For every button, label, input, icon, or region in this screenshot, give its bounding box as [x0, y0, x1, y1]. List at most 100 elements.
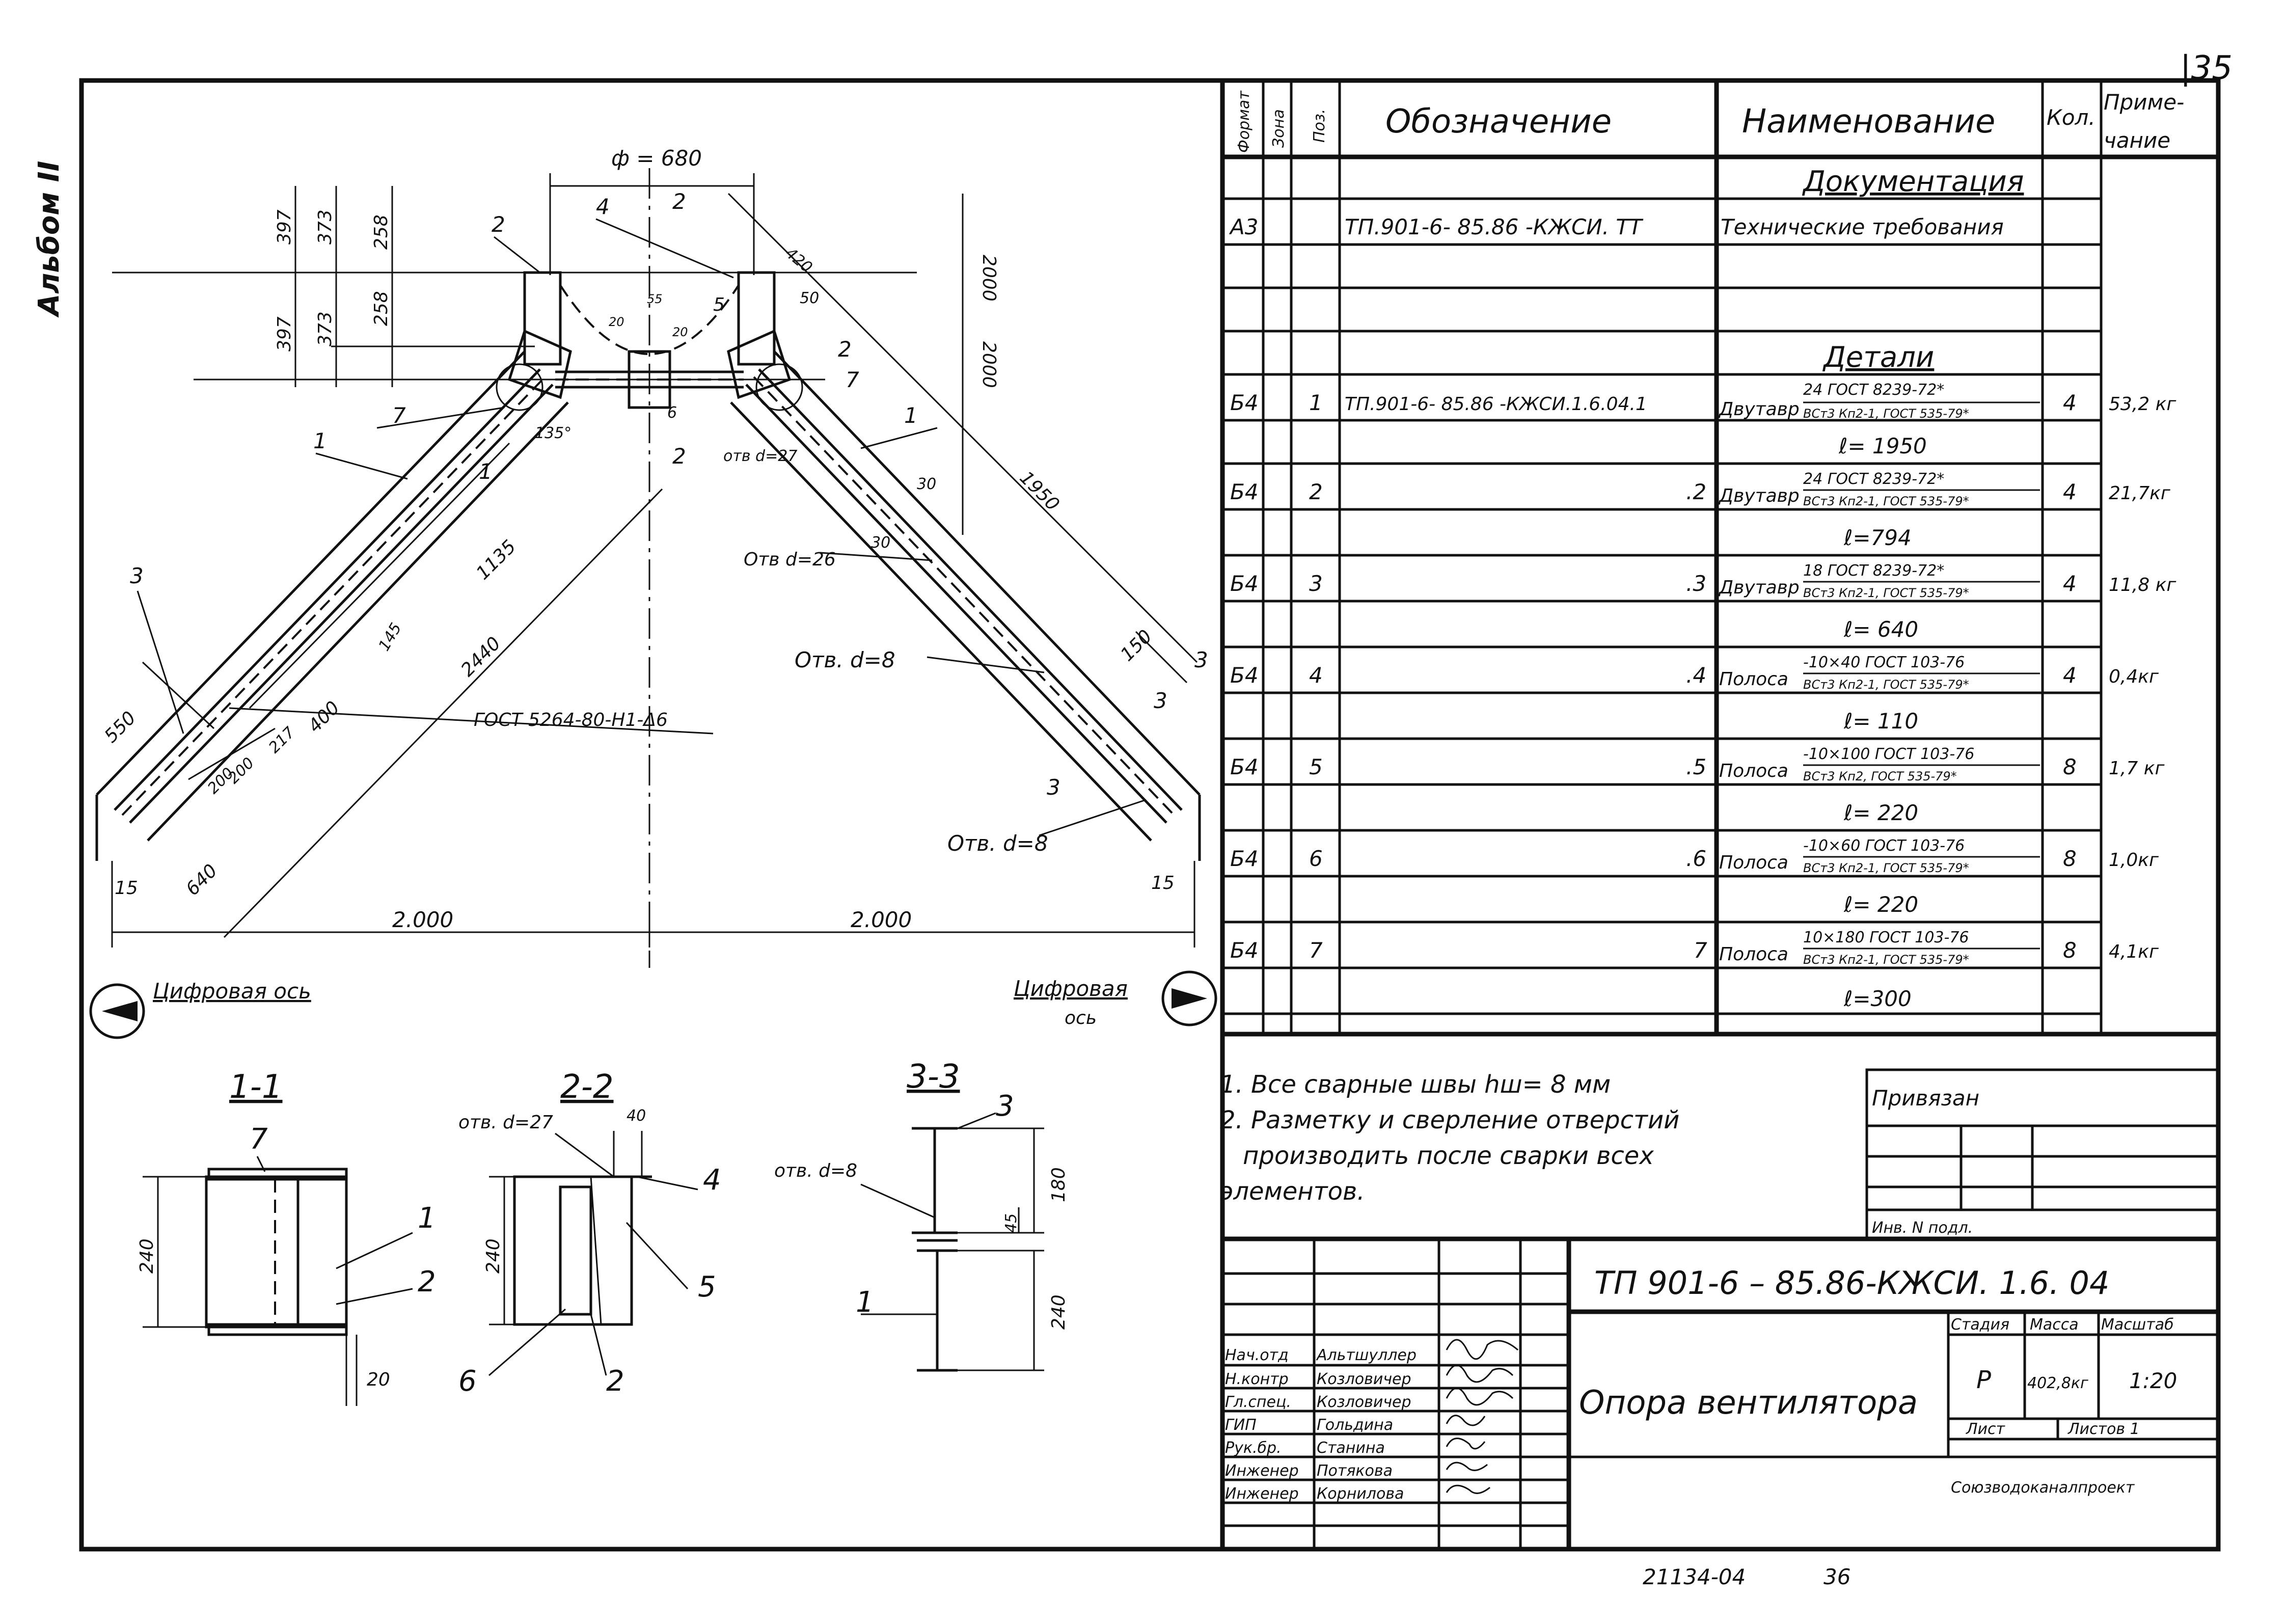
- pos-mark-3-right: 3: [1154, 688, 1167, 713]
- axis-right-label-2: ось: [1065, 1008, 1097, 1028]
- general-notes: 1. Все сварные швы hш= 8 мм 2. Разметку …: [1220, 1070, 1679, 1206]
- pos-mark-1-left: 1: [313, 428, 327, 453]
- pos-5: 5: [698, 1270, 716, 1304]
- row-name: Двутавр: [1718, 399, 1800, 420]
- col-designation-header: Обозначение: [1385, 103, 1612, 141]
- dim-640: 640: [182, 860, 222, 900]
- row-steel: ВСт3 Кп2-1, ГОСТ 535-79*: [1803, 586, 1969, 600]
- row-pos: 6: [1309, 846, 1323, 871]
- axis-left-label: Цифровая ось: [153, 979, 311, 1004]
- row-pos: 2: [1309, 479, 1323, 504]
- row-designation: .3: [1686, 571, 1706, 596]
- row-note: 11,8 кг: [2109, 575, 2176, 596]
- pos-mark-5: 5: [713, 294, 725, 315]
- row-profile: -10×100 ГОСТ 103-76: [1803, 745, 1974, 763]
- right-leg-beam: [730, 350, 1201, 842]
- section-title: 1-1: [229, 1068, 283, 1106]
- section-title: 3-3: [907, 1058, 960, 1096]
- sign-role: Нач.отд: [1225, 1346, 1289, 1364]
- row-designation: ТП.901-6- 85.86 -КЖСИ.1.6.04.1: [1345, 394, 1647, 415]
- inventory-label: Инв. N подл.: [1872, 1219, 1973, 1237]
- pos-mark-3-left: 3: [130, 563, 144, 588]
- row-profile: -10×60 ГОСТ 103-76: [1803, 837, 1965, 855]
- side-stamp: Альбом II: [33, 161, 66, 318]
- weld-gost: ГОСТ 5264-80-Н1-Δ6: [474, 710, 668, 730]
- row-steel: ВСт3 Кп2-1, ГОСТ 535-79*: [1803, 494, 1969, 508]
- central-plate: [628, 350, 671, 409]
- row-designation: .4: [1686, 663, 1706, 688]
- sheets-label: Листов 1: [2067, 1420, 2140, 1438]
- col-note-header: Приме-: [2104, 90, 2184, 115]
- row-steel: ВСт3 Кп2-1, ГОСТ 535-79*: [1803, 861, 1969, 875]
- note-line-1: 1. Все сварные швы hш= 8 мм: [1220, 1070, 1611, 1099]
- pos-2: 2: [606, 1365, 624, 1398]
- pos-1: 1: [856, 1286, 874, 1319]
- pos-mark-4: 4: [596, 194, 610, 219]
- row-length: ℓ=300: [1843, 986, 1912, 1011]
- dim-400: 400: [304, 697, 344, 737]
- dim-258-top: 258: [371, 214, 392, 250]
- section-1-1: 1-1 240 20 7 1 2: [137, 1068, 436, 1406]
- row-length: ℓ= 1950: [1838, 434, 1927, 458]
- dim-2000-top: 2000: [978, 255, 999, 302]
- axis-marker-right-arrow: [1172, 988, 1207, 1009]
- row-qty: 4: [2063, 571, 2077, 596]
- col-note-header-2: чание: [2104, 128, 2170, 153]
- row-pos: 1: [1309, 390, 1323, 415]
- row-note: 1,7 кг: [2109, 758, 2165, 779]
- row-format: Б4: [1230, 390, 1259, 415]
- row-length: ℓ= 220: [1843, 800, 1918, 825]
- sign-role: Инженер: [1225, 1462, 1299, 1480]
- sign-role: Рук.бр.: [1225, 1439, 1282, 1457]
- stage-value: Р: [1976, 1366, 1991, 1394]
- row-steel: ВСт3 Кп2-1, ГОСТ 535-79*: [1803, 407, 1969, 421]
- dim-550: 550: [100, 708, 140, 747]
- sign-name: Альтшуллер: [1316, 1346, 1417, 1364]
- dim-50: 50: [800, 289, 819, 307]
- pos-mark-6: 6: [667, 404, 677, 422]
- pos-mark-2-right: 2: [838, 337, 852, 362]
- col-format-header: Формат: [1235, 90, 1253, 153]
- row-format: Б4: [1230, 846, 1259, 871]
- row-name: Двутавр: [1718, 485, 1800, 506]
- row-pos: 7: [1309, 938, 1323, 963]
- dim-2000-mid: 2000: [978, 341, 999, 388]
- row-length: ℓ=794: [1843, 525, 1912, 550]
- dim-1950: 1950: [1016, 467, 1064, 515]
- dim-2000-right: 2.000: [851, 907, 912, 932]
- row-format: Б4: [1230, 479, 1259, 504]
- col-name-header: Наименование: [1742, 103, 1995, 141]
- spec-row-6: Б4 6 .6 Полоса -10×60 ГОСТ 103-76 ВСт3 К…: [1230, 837, 2159, 917]
- sign-name: Станина: [1317, 1439, 1385, 1457]
- row-steel: ВСт3 Кп2-1, ГОСТ 535-79*: [1803, 678, 1969, 692]
- sign-name: Козловичер: [1317, 1370, 1411, 1388]
- dim-phi: ф = 680: [611, 146, 702, 171]
- row-pos: 3: [1309, 571, 1323, 596]
- pos-mark-1-right: 1: [904, 403, 918, 428]
- dim-20: 20: [367, 1369, 390, 1390]
- spec-row-2: Б4 2 .2 Двутавр 24 ГОСТ 8239-72* ВСт3 Кп…: [1230, 470, 2171, 550]
- dim-20-a: 20: [672, 325, 688, 339]
- row-qty: 4: [2063, 663, 2077, 688]
- section-3-3: 3-3 180 45 240 отв. d=8 3 1: [774, 1058, 1069, 1372]
- row-format: Б4: [1230, 938, 1259, 963]
- dim-373-top: 373: [315, 209, 336, 245]
- hole-8: отв. d=8: [774, 1160, 857, 1181]
- dim-lines: [111, 173, 1198, 948]
- dim-145: 145: [375, 620, 405, 654]
- row-note: 0,4кг: [2109, 666, 2159, 687]
- pos-7: 7: [250, 1123, 268, 1156]
- sign-name: Козловичер: [1317, 1393, 1411, 1411]
- row-qty: 4: [2063, 390, 2077, 415]
- dim-150: 150: [1117, 626, 1156, 666]
- sign-name: Потякова: [1317, 1462, 1393, 1480]
- col-qty-header: Кол.: [2047, 105, 2096, 130]
- binding-stamp: Привязан Инв. N подл.: [1865, 1068, 2220, 1240]
- row-format: А3: [1229, 214, 1258, 239]
- row-designation: .5: [1686, 754, 1706, 779]
- row-profile: 10×180 ГОСТ 103-76: [1803, 929, 1969, 946]
- cut-mark-2-bottom: 2: [672, 444, 686, 469]
- dim-55: 55: [647, 292, 663, 306]
- mass-label: Масса: [2030, 1316, 2079, 1334]
